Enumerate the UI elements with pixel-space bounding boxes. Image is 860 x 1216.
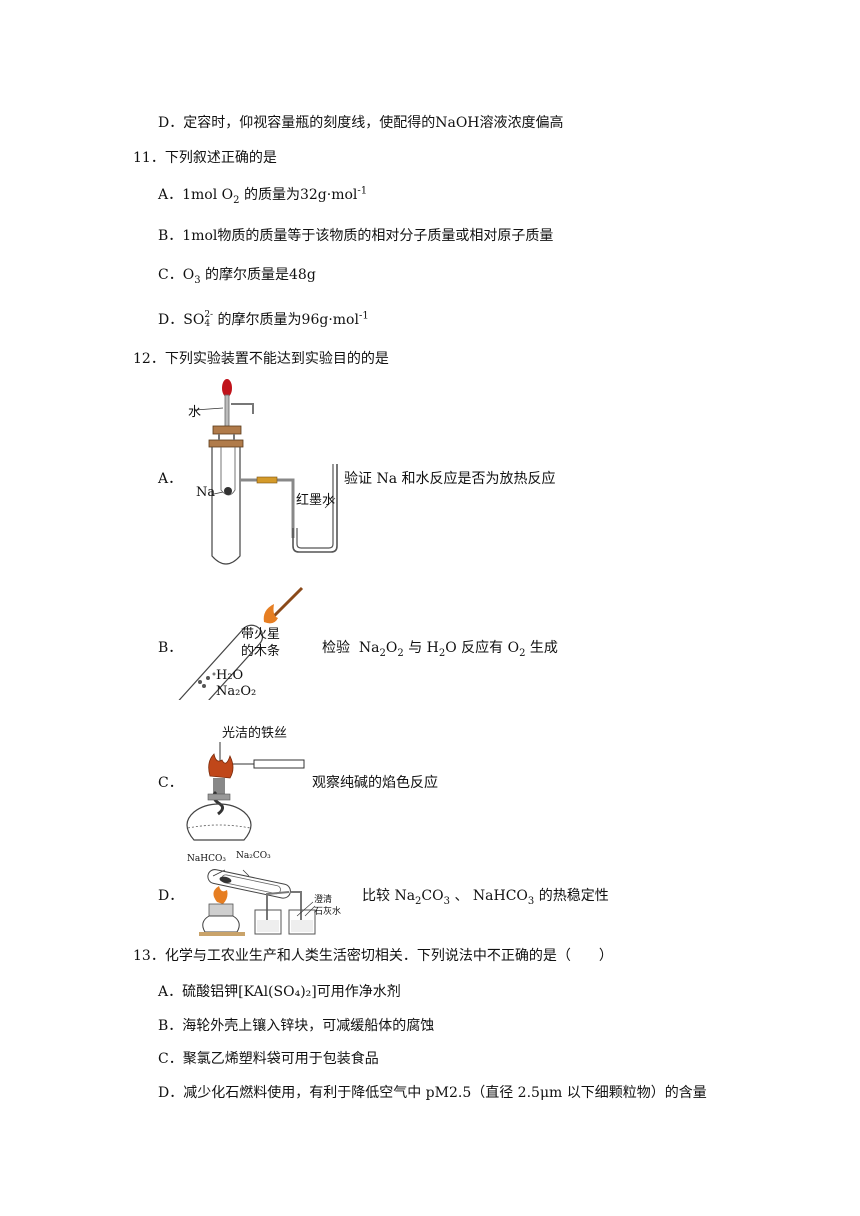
splint-label-line-1: 带火星 <box>241 627 281 642</box>
option-text: O <box>182 267 195 283</box>
option-text: 的摩尔质量为96g·mol <box>213 312 359 328</box>
option-text: 比较 Na <box>362 888 416 904</box>
option-label: C． <box>158 267 183 283</box>
option-text: O 反应有 O <box>445 640 520 656</box>
alcohol-lamp-flame-test-figure <box>186 742 305 841</box>
red-ink-label: 红墨水 <box>296 493 336 508</box>
q13-option-c: C．聚氯乙烯塑料袋可用于包装食品 <box>158 1051 379 1067</box>
q12-option-b-label: B． <box>158 640 183 656</box>
option-text: 的热稳定性 <box>534 888 609 904</box>
na2o2-label: Na₂O₂ <box>216 684 257 699</box>
q12-stem: 12．下列实验装置不能达到实验目的的是 <box>133 351 389 367</box>
superscript: -1 <box>357 185 368 197</box>
option-text: 的摩尔质量是48g <box>200 267 316 283</box>
limewater-label-line-2: 石灰水 <box>314 907 342 917</box>
option-text: O <box>385 640 398 656</box>
na2o2-test-tube-figure <box>178 586 304 700</box>
q12-option-b-text: 检验 Na2O2 与 H2O 反应有 O2 生成 <box>322 640 558 659</box>
q12-option-c-text: 观察纯碱的焰色反应 <box>312 775 438 791</box>
q12-option-c-label: C． <box>158 775 183 791</box>
q11-stem: 11．下列叙述正确的是 <box>133 150 277 166</box>
option-text: Na <box>358 640 380 656</box>
q12-option-a-label: A． <box>158 471 183 487</box>
h2o-label: H₂O <box>216 668 244 683</box>
option-label: D． <box>158 312 184 328</box>
option-text: CO <box>421 888 444 904</box>
option-text: SO <box>183 312 205 328</box>
q12-option-d-label: D． <box>158 888 184 904</box>
q13-option-d: D．减少化石燃料使用，有利于降低空气中 pM2.5（直径 2.5μm 以下细颗粒… <box>158 1085 707 1101</box>
subscript: 4 <box>204 319 211 329</box>
q11-option-b: B．1mol物质的质量等于该物质的相对分子质量或相对原子质量 <box>158 228 554 244</box>
subscript: 2 <box>233 194 240 206</box>
option-text: 与 H <box>403 640 439 656</box>
limewater-label-line-1: 澄清 <box>314 895 333 905</box>
q13-stem: 13．化学与工农业生产和人类生活密切相关．下列说法中不正确的是（ ） <box>133 948 613 964</box>
q13-option-b: B．海轮外壳上镶入锌块，可减缓船体的腐蚀 <box>158 1018 435 1034</box>
superscript: 2- <box>204 310 214 320</box>
q11-option-a: A．1mol O2 的质量为32g·mol-1 <box>158 184 368 206</box>
option-text: 的质量为32g·mol <box>239 187 358 203</box>
q11-option-c: C．O3 的摩尔质量是48g <box>158 264 316 286</box>
na-label: Na <box>196 485 216 500</box>
superscript: -1 <box>358 310 369 322</box>
iron-wire-label: 光洁的铁丝 <box>222 726 288 741</box>
q10-option-d: D．定容时，仰视容量瓶的刻度线，使配得的NaOH溶液浓度偏高 <box>158 115 564 131</box>
subscript: 3 <box>194 274 201 286</box>
water-label: 水 <box>188 405 202 420</box>
q12-option-d-text: 比较 Na2CO3 、 NaHCO3 的热稳定性 <box>362 888 609 907</box>
na-water-apparatus-figure <box>194 379 338 565</box>
option-label: A． <box>158 187 183 203</box>
splint-label-line-2: 的木条 <box>241 644 281 659</box>
na2co3-label: Na₂CO₃ <box>236 851 271 861</box>
option-text: 1mol O <box>182 187 234 203</box>
nahco3-label: NaHCO₃ <box>187 854 226 864</box>
thermal-stability-apparatus-figure <box>199 869 316 936</box>
q11-option-d: D．SO2-4 的摩尔质量为96g·mol-1 <box>158 309 369 329</box>
option-text: 生成 <box>525 640 558 656</box>
option-text: 、 NaHCO <box>450 888 528 904</box>
option-text: 检验 <box>322 640 350 656</box>
q12-option-a-text: 验证 Na 和水反应是否为放热反应 <box>344 471 556 487</box>
q13-option-a: A．硫酸铝钾[KAl(SO₄)₂]可用作净水剂 <box>158 984 401 1000</box>
sub-sup-stack: 2-4 <box>204 311 213 329</box>
